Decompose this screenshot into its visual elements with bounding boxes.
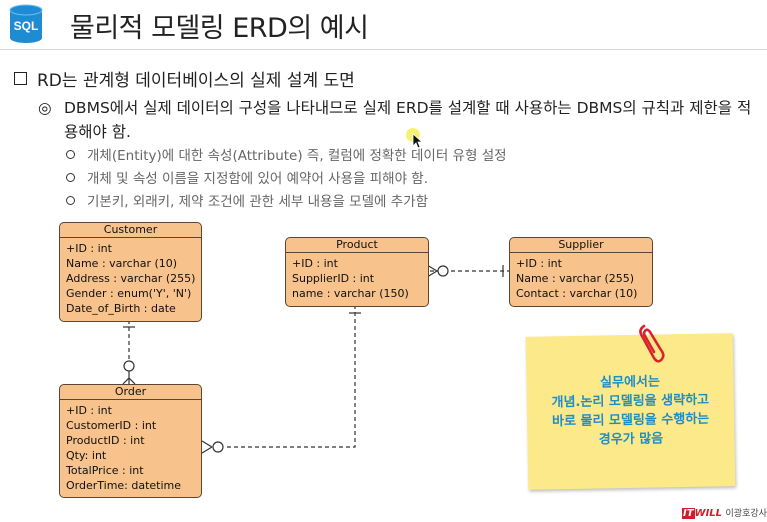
square-bullet-icon (14, 72, 27, 85)
entity-attribute: name : varchar (150) (292, 287, 409, 300)
entity-customer[interactable]: Customer +ID : int Name : varchar (10) A… (59, 222, 202, 322)
entity-attribute: SupplierID : int (292, 272, 375, 285)
circle-bullet-icon (66, 196, 75, 205)
mouse-cursor-icon (406, 128, 424, 149)
main-paragraph-text: DBMS에서 실제 데이터의 구성을 나타내므로 실제 ERD를 설계할 때 사… (64, 99, 752, 141)
section-heading: RD는 관계형 데이터베이스의 실제 설계 도면 (14, 66, 355, 91)
sql-database-icon: SQL (9, 4, 43, 43)
entity-attribute: OrderTime: datetime (66, 479, 182, 492)
entity-title: Order (60, 385, 201, 400)
header-divider (0, 49, 767, 50)
entity-attribute: +ID : int (516, 257, 562, 270)
logo-label: SQL (14, 19, 39, 33)
bullet-item: 개체(Entity)에 대한 속성(Attribute) 즉, 컬럼에 정확한 … (66, 144, 507, 164)
entity-title: Supplier (510, 238, 652, 253)
bullet-item: 기본키, 외래키, 제약 조건에 관한 세부 내용을 모델에 추가함 (66, 190, 428, 210)
slide-header: SQL 물리적 모델링 ERD의 예시 (0, 0, 767, 50)
brand-will: WILL (694, 508, 723, 519)
entity-attribute: Address : varchar (255) (66, 272, 196, 285)
entity-attribute: +ID : int (292, 257, 338, 270)
entity-title: Product (286, 238, 428, 253)
brand-academy: 이광호강사 (725, 509, 767, 519)
circle-bullet-icon (66, 150, 75, 159)
entity-attribute: Gender : enum('Y', 'N') (66, 287, 192, 300)
entity-supplier[interactable]: Supplier +ID : int Name : varchar (255) … (509, 237, 653, 307)
entity-attribute: +ID : int (66, 404, 112, 417)
note-line: 바로 물리 모델링을 수행하는 (551, 411, 710, 430)
entity-attribute: Name : varchar (10) (66, 257, 178, 270)
double-circle-bullet-icon: ◎ (38, 99, 52, 117)
entity-title: Customer (60, 223, 201, 238)
circle-bullet-icon (66, 173, 75, 182)
entity-attribute: Name : varchar (255) (516, 272, 635, 285)
sticky-note: 실무에서는 개념.논리 모델링을 생략하고 바로 물리 모델링을 수행하는 경우… (525, 333, 736, 490)
section-heading-text: RD는 관계형 데이터베이스의 실제 설계 도면 (37, 71, 355, 91)
entity-attribute: TotalPrice : int (66, 464, 144, 477)
page-title: 물리적 모델링 ERD의 예시 (70, 13, 369, 44)
entity-attribute: Qty: int (66, 449, 107, 462)
note-line: 경우가 많음 (598, 431, 664, 448)
entity-attribute: Contact : varchar (10) (516, 287, 638, 300)
entity-attribute: CustomerID : int (66, 419, 157, 432)
entity-product[interactable]: Product +ID : int SupplierID : int name … (285, 237, 429, 307)
paperclip-icon (639, 324, 665, 363)
brand-logo: ITWILL 이광호강사 (682, 506, 767, 519)
bullet-item: 개체 및 속성 이름을 지정함에 있어 예약어 사용을 피해야 함. (66, 167, 428, 187)
entity-order[interactable]: Order +ID : int CustomerID : int Product… (59, 384, 202, 498)
entity-attribute: ProductID : int (66, 434, 145, 447)
entity-attribute: +ID : int (66, 242, 112, 255)
entity-attribute: Date_of_Birth : date (66, 302, 176, 315)
brand-it: IT (682, 508, 695, 519)
